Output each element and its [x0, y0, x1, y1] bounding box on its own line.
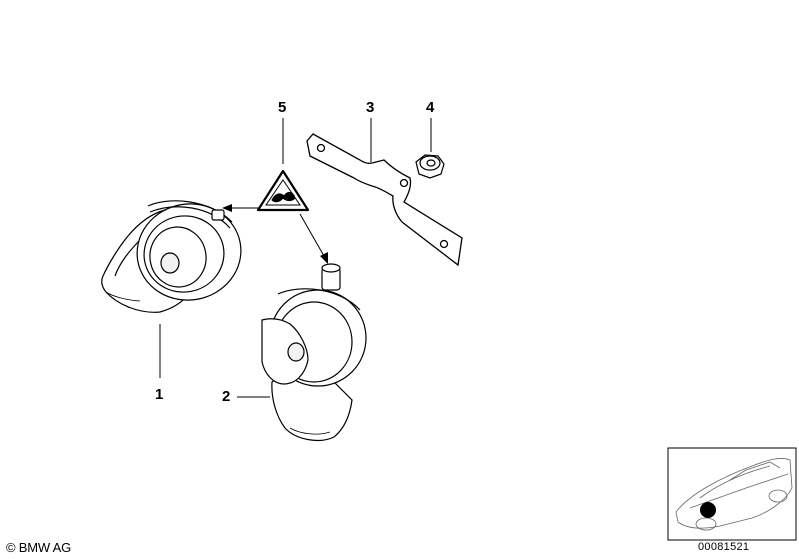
- image-number: 00081521: [698, 541, 750, 553]
- copyright-text: © BMW AG: [6, 540, 72, 555]
- locator-dot: [700, 502, 716, 518]
- horn-2[interactable]: [261, 263, 367, 441]
- horn-1[interactable]: [101, 196, 249, 313]
- callout-3: 3: [366, 99, 375, 116]
- nut-4[interactable]: [415, 154, 445, 179]
- arrow-head: [222, 204, 232, 212]
- arrow-head: [320, 252, 328, 264]
- callout-5: 5: [278, 99, 287, 116]
- leader-lines: [159, 118, 432, 398]
- callout-4: 4: [426, 99, 435, 116]
- callout-1: 1: [155, 386, 164, 403]
- callout-2: 2: [222, 388, 231, 405]
- car-locator-icon: [667, 447, 797, 541]
- warning-triangle-icon[interactable]: [256, 169, 310, 212]
- bracket-3[interactable]: [306, 133, 463, 267]
